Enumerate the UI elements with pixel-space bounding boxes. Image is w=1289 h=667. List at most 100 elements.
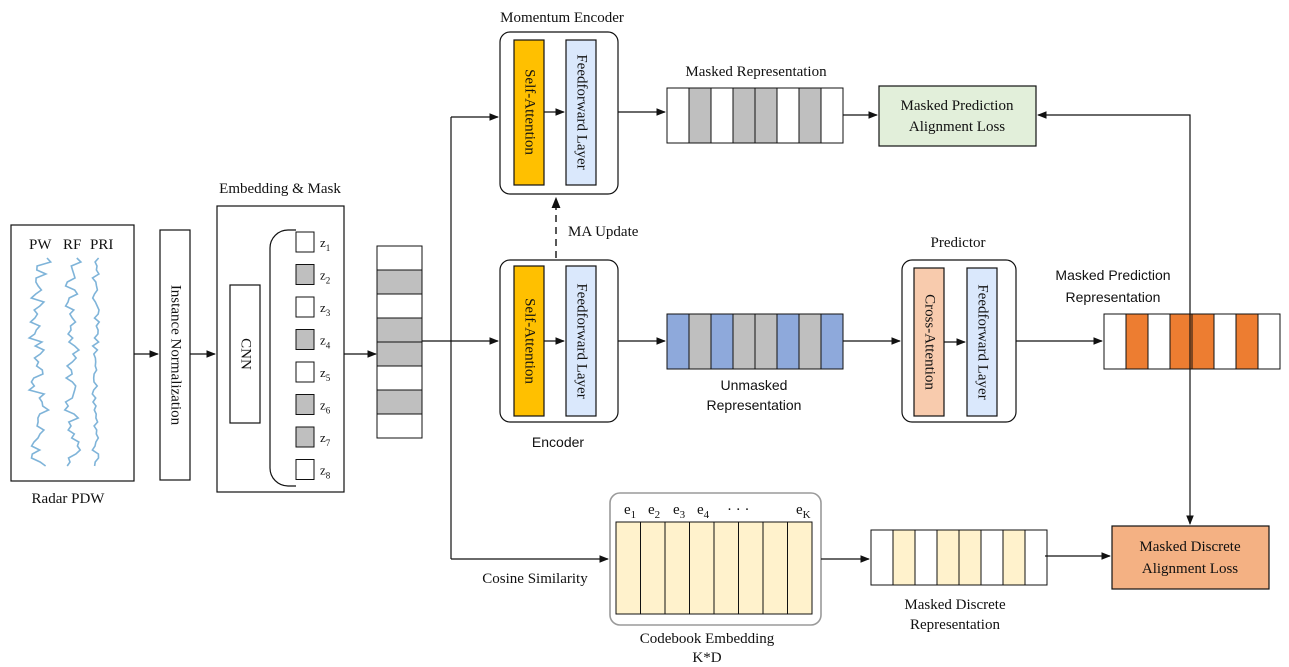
representation-cell: [1002, 529, 1026, 586]
representation-cell: [754, 87, 778, 144]
predictor-title: Predictor: [931, 235, 986, 251]
cnn-label: CNN: [238, 338, 254, 370]
sequence-cell: [376, 293, 423, 319]
masked-prediction-representation-title-line-2: Representation: [1066, 289, 1161, 305]
unmasked-representation: [666, 313, 844, 370]
token-label: z7: [320, 430, 331, 448]
masked-prediction-alignment-loss-line-2: Alignment Loss: [909, 119, 1005, 135]
codebook-columns: [615, 521, 813, 615]
representation-cell: [1125, 313, 1149, 370]
masked-discrete-alignment-loss-box: [1111, 525, 1270, 590]
token-label: z3: [320, 300, 331, 318]
pw-signal-trace: [27, 257, 53, 467]
representation-cell: [710, 87, 734, 144]
representation-cell: [688, 313, 712, 370]
representation-cell: [914, 529, 938, 586]
momentum-encoder-title: Momentum Encoder: [500, 10, 624, 26]
representation-cell: [776, 87, 800, 144]
token-box: [295, 426, 315, 448]
token-bracket: [269, 229, 296, 487]
token-label: z1: [320, 235, 330, 253]
codebook-entry-label-4: e4: [697, 502, 710, 521]
representation-cell: [732, 313, 756, 370]
cosine-similarity-label: Cosine Similarity: [482, 571, 588, 587]
masked-discrete-alignment-loss-line-2: Alignment Loss: [1142, 561, 1238, 577]
masked-discrete-representation: [870, 529, 1048, 586]
cnn-block: [229, 284, 261, 424]
momentum-feedforward-label: Feedforward Layer: [574, 54, 590, 169]
sequence-cell: [376, 341, 423, 367]
masked-discrete-representation-title-line-1: Masked Discrete: [904, 597, 1006, 613]
token-box: [295, 231, 315, 253]
instance-normalization-block: [159, 229, 191, 481]
codebook-column: [615, 521, 641, 615]
representation-cell: [688, 87, 712, 144]
radar-pdw-label: Radar PDW: [32, 491, 106, 507]
pri-signal-trace: [91, 257, 101, 467]
representation-cell: [666, 313, 690, 370]
masked-prediction-representation-title-line-1: Masked Prediction: [1055, 267, 1170, 283]
representation-cell: [1169, 313, 1193, 370]
representation-cell: [892, 529, 916, 586]
signal-label-rf: RF: [63, 237, 81, 253]
token-box: [295, 394, 315, 415]
codebook-entry-label-2: e2: [648, 502, 660, 521]
masked-discrete-representation-title-line-2: Representation: [910, 617, 1000, 633]
token-box: [295, 296, 315, 318]
rf-signal-trace: [63, 257, 83, 467]
signal-label-pw: PW: [29, 237, 52, 253]
cross-attention-block: [913, 267, 945, 417]
sequence-cell: [376, 413, 423, 439]
codebook-column: [738, 521, 764, 615]
instance-normalization-label: Instance Normalization: [168, 285, 184, 426]
predictor-feedforward-block: [966, 267, 998, 417]
representation-cell: [798, 313, 822, 370]
codebook-title-line-1: Codebook Embedding: [640, 631, 775, 647]
ma-update-label: MA Update: [568, 224, 639, 240]
masked-representation: [666, 87, 844, 144]
token-label: z4: [320, 333, 331, 351]
codebook-column: [762, 521, 788, 615]
masked-prediction-alignment-loss-line-1: Masked Prediction: [901, 98, 1014, 114]
representation-cell: [870, 529, 894, 586]
sequence-cell: [376, 269, 423, 295]
masked-token-sequence: [376, 245, 423, 439]
codebook-column: [689, 521, 715, 615]
representation-cell: [666, 87, 690, 144]
token-box: [295, 264, 315, 285]
predictor-feedforward-label: Feedforward Layer: [975, 284, 991, 399]
representation-cell: [798, 87, 822, 144]
codebook-title-line-2: K*D: [692, 650, 721, 666]
encoder-self-attention-label: Self-Attention: [522, 298, 538, 384]
masked-prediction-alignment-loss-box: [878, 85, 1037, 147]
codebook-ellipsis: · · ·: [727, 502, 750, 518]
representation-cell: [958, 529, 982, 586]
representation-cell: [936, 529, 960, 586]
masked-discrete-alignment-loss-line-1: Masked Discrete: [1139, 539, 1241, 555]
radar-pdw-panel: PW RF PRI Radar PDW: [10, 224, 135, 507]
sequence-cell: [376, 389, 423, 415]
connections: [134, 108, 1194, 563]
token-box: [295, 361, 315, 383]
encoder-title: Encoder: [532, 434, 584, 450]
representation-cell: [1235, 313, 1259, 370]
embedding-mask-title: Embedding & Mask: [219, 181, 341, 197]
token-label: z8: [320, 463, 331, 481]
codebook-column: [787, 521, 813, 615]
codebook-entry-labels: e1 e2 e3 e4 · · · eK: [624, 502, 811, 521]
sequence-cell: [376, 317, 423, 343]
representation-cell: [710, 313, 734, 370]
cross-attention-label: Cross-Attention: [922, 294, 938, 390]
radar-pdw-frame: [10, 224, 135, 482]
representation-cell: [754, 313, 778, 370]
representation-cell: [1213, 313, 1237, 370]
signal-label-pri: PRI: [90, 237, 113, 253]
token-box: [295, 459, 315, 480]
momentum-self-attention-label: Self-Attention: [522, 69, 538, 155]
representation-cell: [1103, 313, 1127, 370]
representation-cell: [980, 529, 1004, 586]
codebook-column: [713, 521, 739, 615]
encoder-feedforward-label: Feedforward Layer: [574, 283, 590, 398]
